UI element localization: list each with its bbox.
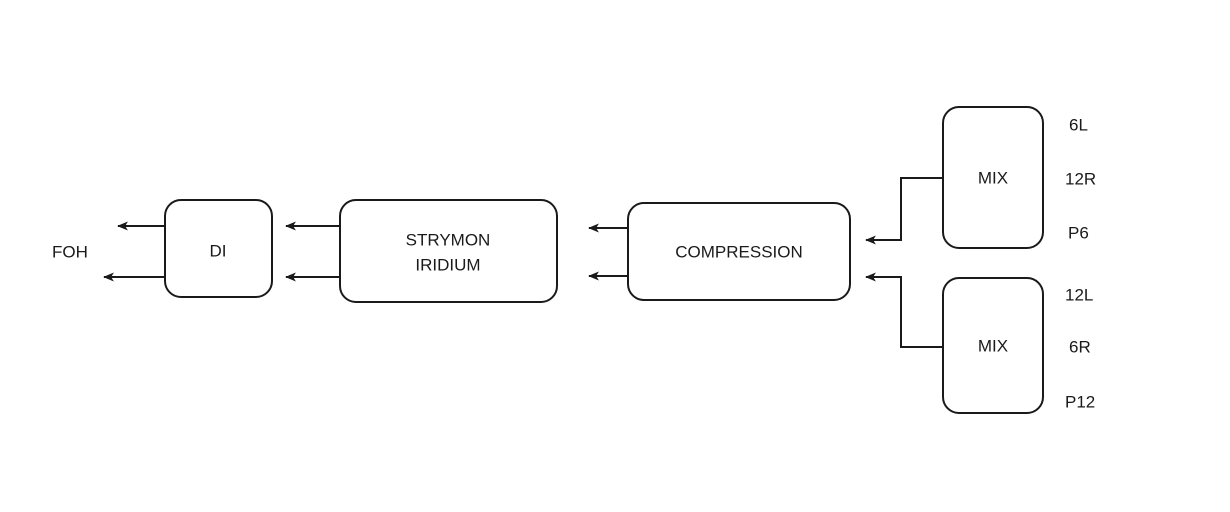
node-di-label: DI xyxy=(210,241,227,260)
node-strymon-iridium[interactable] xyxy=(339,199,558,303)
node-di[interactable] xyxy=(164,199,273,298)
channel-label-top-1: 6L xyxy=(1069,115,1088,134)
channel-label-top-2: 12R xyxy=(1065,169,1096,188)
channel-label-top-3: P6 xyxy=(1068,223,1089,242)
channel-label-bottom-3: P12 xyxy=(1065,392,1095,411)
node-compression[interactable] xyxy=(627,202,851,301)
output-label-foh: FOH xyxy=(52,242,88,261)
channel-label-bottom-1: 12L xyxy=(1065,285,1093,304)
channel-label-bottom-2: 6R xyxy=(1069,337,1091,356)
node-mix-bottom-label: MIX xyxy=(978,336,1008,355)
link-mix-top-to-compression xyxy=(865,177,943,245)
node-mix-top-label: MIX xyxy=(978,168,1008,187)
node-compression-label: COMPRESSION xyxy=(675,242,803,261)
link-mix-bottom-to-compression xyxy=(865,272,943,348)
node-strymon-iridium-label-line2: IRIDIUM xyxy=(415,255,480,274)
node-strymon-iridium-label-line1: STRYMON xyxy=(406,230,491,249)
node-mix-top[interactable] xyxy=(942,106,1044,249)
node-mix-bottom[interactable] xyxy=(942,277,1044,414)
